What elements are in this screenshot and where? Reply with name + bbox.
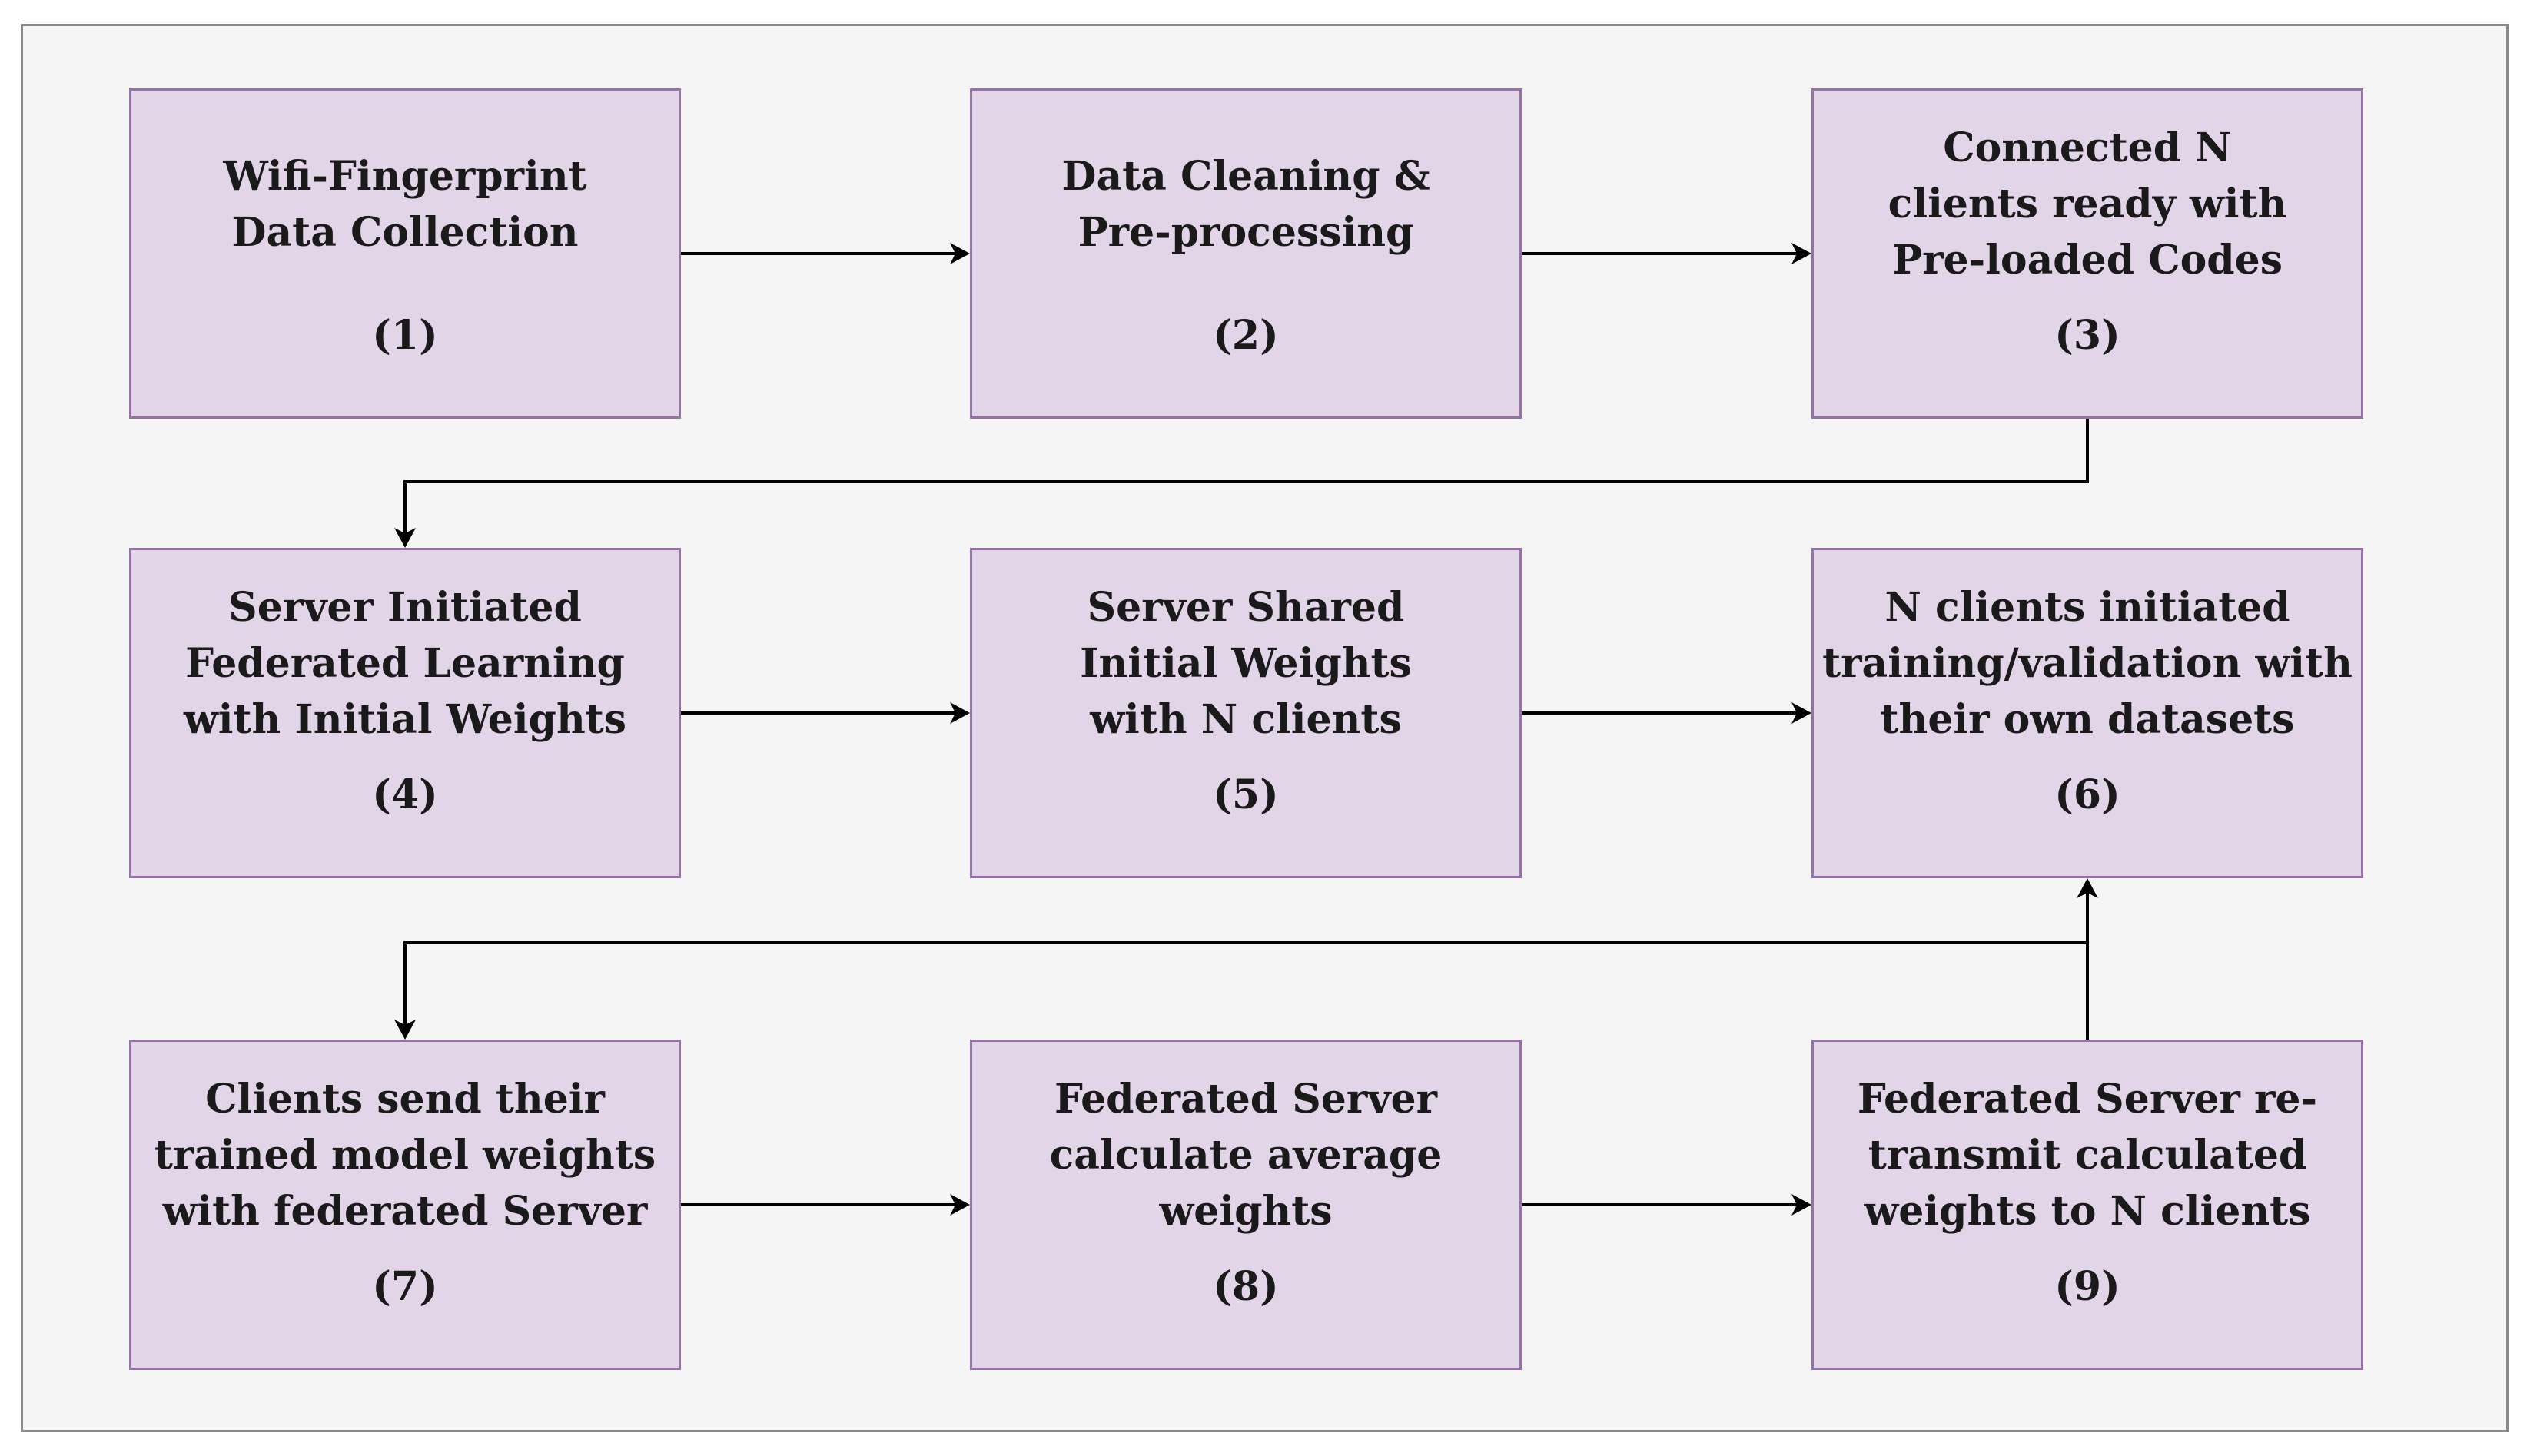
arrowhead-4-to-5 [950, 702, 970, 724]
step-9-title: Federated Server re- transmit calculated… [1857, 1076, 2318, 1235]
arrowhead-7-to-8 [950, 1194, 970, 1216]
step-1-box: Wifi-Fingerprint Data Collection (1) [129, 88, 681, 419]
step-8-title: Federated Server calculate average weigh… [1049, 1076, 1443, 1235]
step-5-box: Server Shared Initial Weights with N cli… [970, 548, 1522, 878]
step-2-box: Data Cleaning & Pre-processing (2) [970, 88, 1522, 419]
step-9-box: Federated Server re- transmit calculated… [1811, 1040, 2363, 1370]
step-7-box: Clients send their trained model weights… [129, 1040, 681, 1370]
arrowhead-3-to-4 [394, 528, 416, 548]
arrowhead-8-to-9 [1791, 1194, 1811, 1216]
step-2-title: Data Cleaning & Pre-processing [1061, 153, 1430, 256]
arrowhead-1-to-2 [950, 243, 970, 264]
step-6-number: (6) [2054, 771, 2120, 818]
step-6-title: N clients initiated training/validation … [1822, 584, 2353, 743]
step-4-number: (4) [372, 771, 438, 818]
step-1-number: (1) [372, 312, 438, 359]
step-6-box: N clients initiated training/validation … [1811, 548, 2363, 878]
step-5-title: Server Shared Initial Weights with N cli… [1080, 584, 1412, 743]
arrow-3-to-4 [403, 419, 2089, 540]
step-4-box: Server Initiated Federated Learning with… [129, 548, 681, 878]
step-7-number: (7) [372, 1263, 438, 1310]
step-4-title: Server Initiated Federated Learning with… [183, 584, 627, 743]
arrowhead-2-to-3 [1791, 243, 1811, 264]
step-5-number: (5) [1213, 771, 1279, 818]
arrowhead-loop-to-7 [394, 1020, 416, 1040]
step-9-number: (9) [2054, 1263, 2120, 1310]
step-8-box: Federated Server calculate average weigh… [970, 1040, 1522, 1370]
step-3-box: Connected N clients ready with Pre-loade… [1811, 88, 2363, 419]
arrow-loop-to-7 [403, 941, 2087, 1032]
step-8-number: (8) [1213, 1263, 1279, 1310]
arrowhead-5-to-6 [1791, 702, 1811, 724]
arrowhead-9-to-6 [2077, 878, 2098, 898]
step-3-number: (3) [2054, 312, 2120, 359]
step-2-number: (2) [1213, 312, 1279, 359]
step-7-title: Clients send their trained model weights… [154, 1076, 656, 1235]
step-3-title: Connected N clients ready with Pre-loade… [1888, 124, 2287, 284]
step-1-title: Wifi-Fingerprint Data Collection [223, 153, 587, 256]
